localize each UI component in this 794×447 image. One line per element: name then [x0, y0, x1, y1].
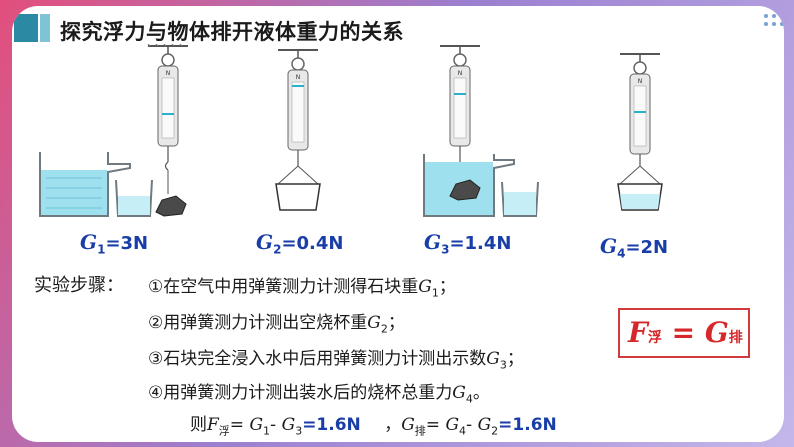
step-2: ②用弹簧测力计测出空烧杯重G2；	[148, 313, 405, 336]
title-accent-bar	[14, 14, 38, 42]
ceiling-mount-icon	[147, 44, 188, 54]
title-accent-mark	[40, 14, 50, 42]
apparatus-2: N	[275, 49, 321, 211]
formula: F浮 = G排	[628, 316, 743, 349]
svg-text:N: N	[296, 74, 301, 81]
bucket-icon	[617, 165, 663, 211]
overflow-beaker-icon	[39, 152, 131, 217]
measurement-g2: G2=0.4N	[256, 230, 344, 257]
spring-scale-icon: N	[629, 61, 651, 166]
stone-icon	[449, 179, 481, 201]
step-3: ③石块完全浸入水中后用弹簧测力计测出示数G3；	[148, 349, 524, 372]
measurement-g1: G1=3N	[80, 230, 149, 257]
result-line: 则F浮= G1- G3=1.6N ，G排= G4- G2=1.6N	[190, 415, 557, 438]
ceiling-mount-icon	[278, 49, 318, 58]
spring-scale-icon: N	[449, 53, 471, 174]
decoration-dots-icon	[764, 14, 784, 26]
apparatus-3: N	[423, 45, 539, 217]
measurement-g3: G3=1.4N	[424, 230, 512, 257]
page-title: 探究浮力与物体排开液体重力的关系	[60, 20, 404, 44]
spring-scale-icon: N	[157, 53, 179, 194]
spring-scale-icon: N	[287, 57, 309, 166]
svg-text:N: N	[166, 70, 171, 77]
ceiling-mount-icon	[440, 45, 480, 54]
bucket-icon	[275, 165, 321, 211]
formula-box: F浮 = G排	[618, 308, 750, 358]
step-4: ④用弹簧测力计测出装水后的烧杯总重力G4。	[148, 383, 490, 406]
svg-text:N: N	[458, 70, 463, 77]
step-1: ①在空气中用弹簧测力计测得石块重G1；	[148, 277, 456, 300]
ceiling-mount-icon	[620, 53, 660, 62]
svg-text:N: N	[638, 78, 643, 85]
measurement-g4: G4=2N	[600, 234, 669, 261]
apparatus-4: N	[617, 53, 663, 211]
slide: 探究浮力与物体排开液体重力的关系 N	[12, 6, 784, 442]
catch-cup-icon	[501, 181, 539, 217]
apparatus-1: N	[39, 44, 188, 217]
catch-cup-icon	[115, 179, 153, 217]
steps-heading: 实验步骤：	[34, 275, 124, 296]
stone-icon	[155, 195, 187, 217]
